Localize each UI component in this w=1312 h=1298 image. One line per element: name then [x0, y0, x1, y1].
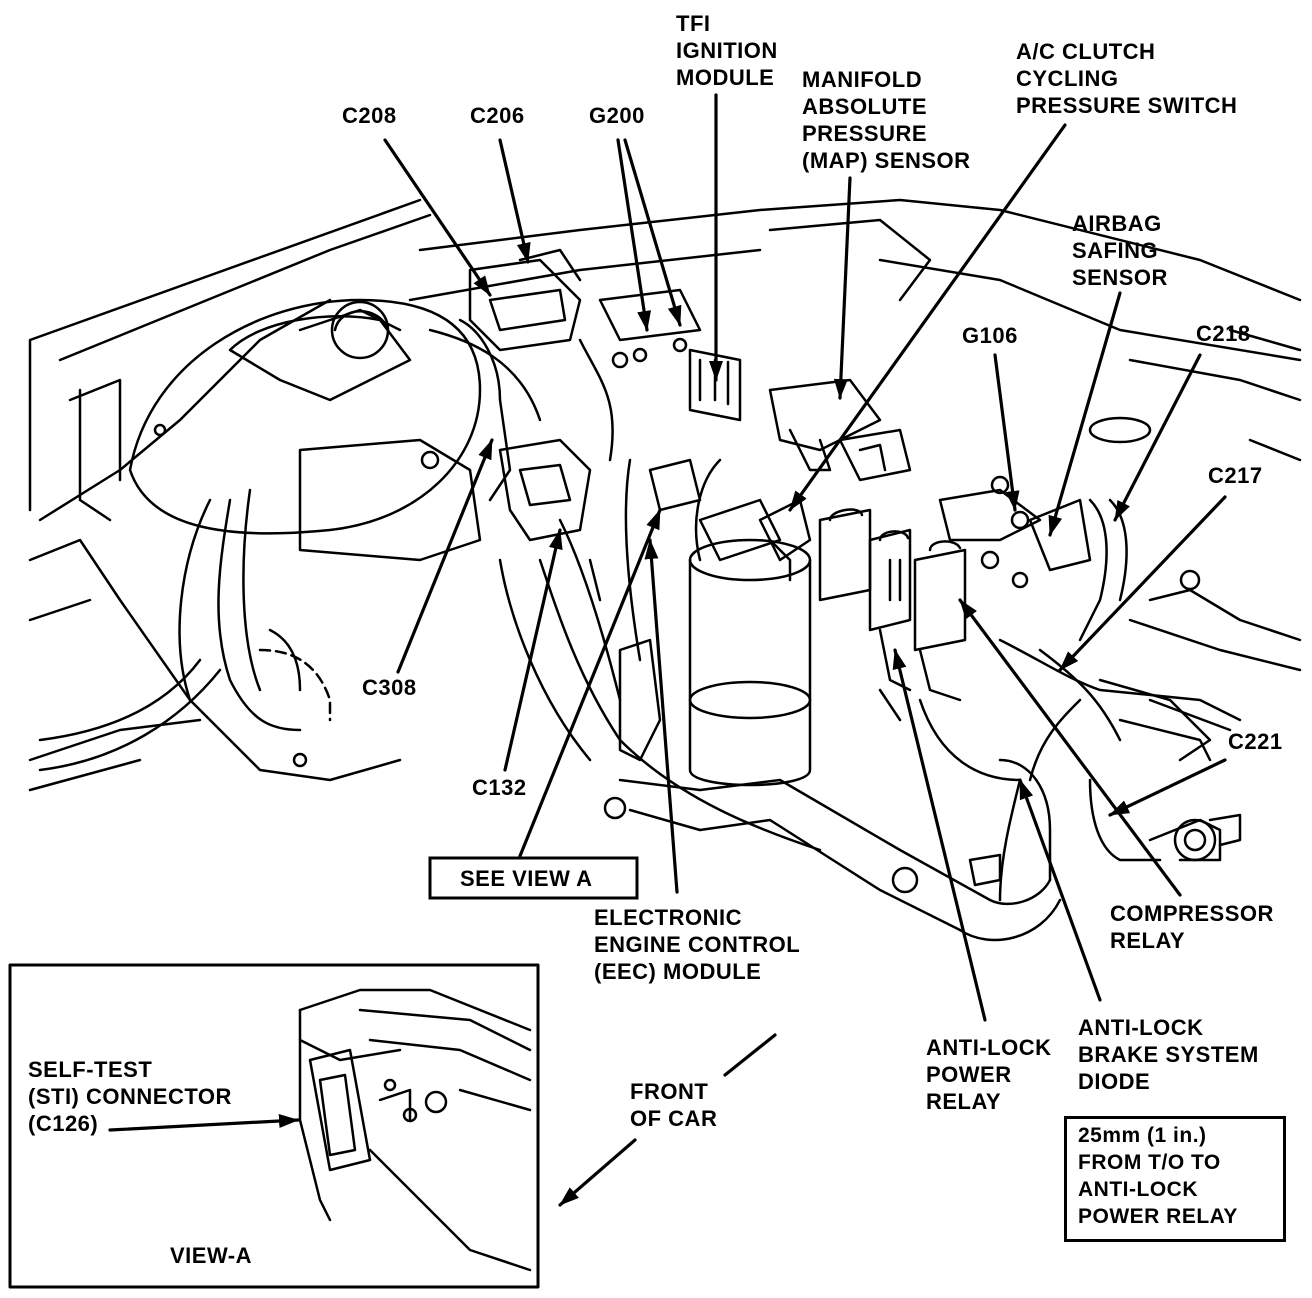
arrow-c221	[1108, 758, 1227, 817]
arrow-front-of-car	[558, 1138, 637, 1207]
label-g106: G106	[962, 323, 1018, 348]
leader-lines	[108, 93, 1227, 1207]
label-tfi-ignition-module: TFI IGNITION MODULE	[676, 11, 778, 90]
arrow-eec	[644, 538, 679, 894]
arrow-ac-clutch	[788, 123, 1067, 512]
view-a-inset	[8, 963, 540, 1289]
label-c221: C221	[1228, 729, 1283, 754]
label-compressor-relay: COMPRESSOR RELAY	[1110, 901, 1274, 953]
arrow-c132	[503, 528, 563, 772]
label-c217: C217	[1208, 463, 1263, 488]
arrow-airbag	[1048, 291, 1122, 537]
label-map-sensor: MANIFOLD ABSOLUTE PRESSURE (MAP) SENSOR	[802, 67, 971, 173]
note-box	[1064, 1116, 1286, 1242]
label-g200: G200	[589, 103, 645, 128]
arrow-abs-power-relay	[892, 648, 987, 1022]
arrow-see-view-a	[518, 508, 662, 858]
arrow-g106	[993, 353, 1020, 512]
arrow-c206	[498, 138, 531, 264]
arrow-g200-a	[616, 138, 652, 332]
label-c218: C218	[1196, 321, 1251, 346]
see-view-a-box	[428, 856, 639, 900]
label-view-a: VIEW-A	[170, 1243, 252, 1268]
arrow-c218	[1113, 353, 1202, 522]
label-ac-clutch-switch: A/C CLUTCH CYCLING PRESSURE SWITCH	[1016, 39, 1238, 118]
arrow-self-test	[108, 1114, 300, 1132]
arrow-c308	[396, 438, 494, 674]
label-abs-power-relay: ANTI-LOCK POWER RELAY	[926, 1035, 1052, 1114]
label-c132: C132	[472, 775, 527, 800]
arrow-c208	[383, 138, 492, 297]
arrow-compressor-relay	[958, 598, 1182, 897]
arrow-front-of-car-top	[723, 1033, 777, 1077]
label-eec-module: ELECTRONIC ENGINE CONTROL (EEC) MODULE	[594, 905, 801, 984]
arrow-abs-diode	[1018, 778, 1102, 1002]
label-front-of-car: FRONT OF CAR	[630, 1079, 718, 1131]
engine-line-art	[28, 198, 1302, 942]
label-note: 25mm (1 in.) FROM T/O TO ANTI-LOCK POWER…	[1078, 1124, 1238, 1228]
label-see-view-a: SEE VIEW A	[460, 866, 593, 891]
label-self-test-connector: SELF-TEST (STI) CONNECTOR (C126)	[28, 1057, 232, 1136]
arrow-c217	[1058, 495, 1227, 672]
arrow-map	[833, 176, 852, 400]
label-airbag-safing-sensor: AIRBAG SAFING SENSOR	[1072, 211, 1168, 290]
label-c208: C208	[342, 103, 397, 128]
arrow-g200-b	[623, 138, 682, 327]
label-c308: C308	[362, 675, 417, 700]
label-abs-diode: ANTI-LOCK BRAKE SYSTEM DIODE	[1078, 1015, 1259, 1094]
label-c206: C206	[470, 103, 525, 128]
